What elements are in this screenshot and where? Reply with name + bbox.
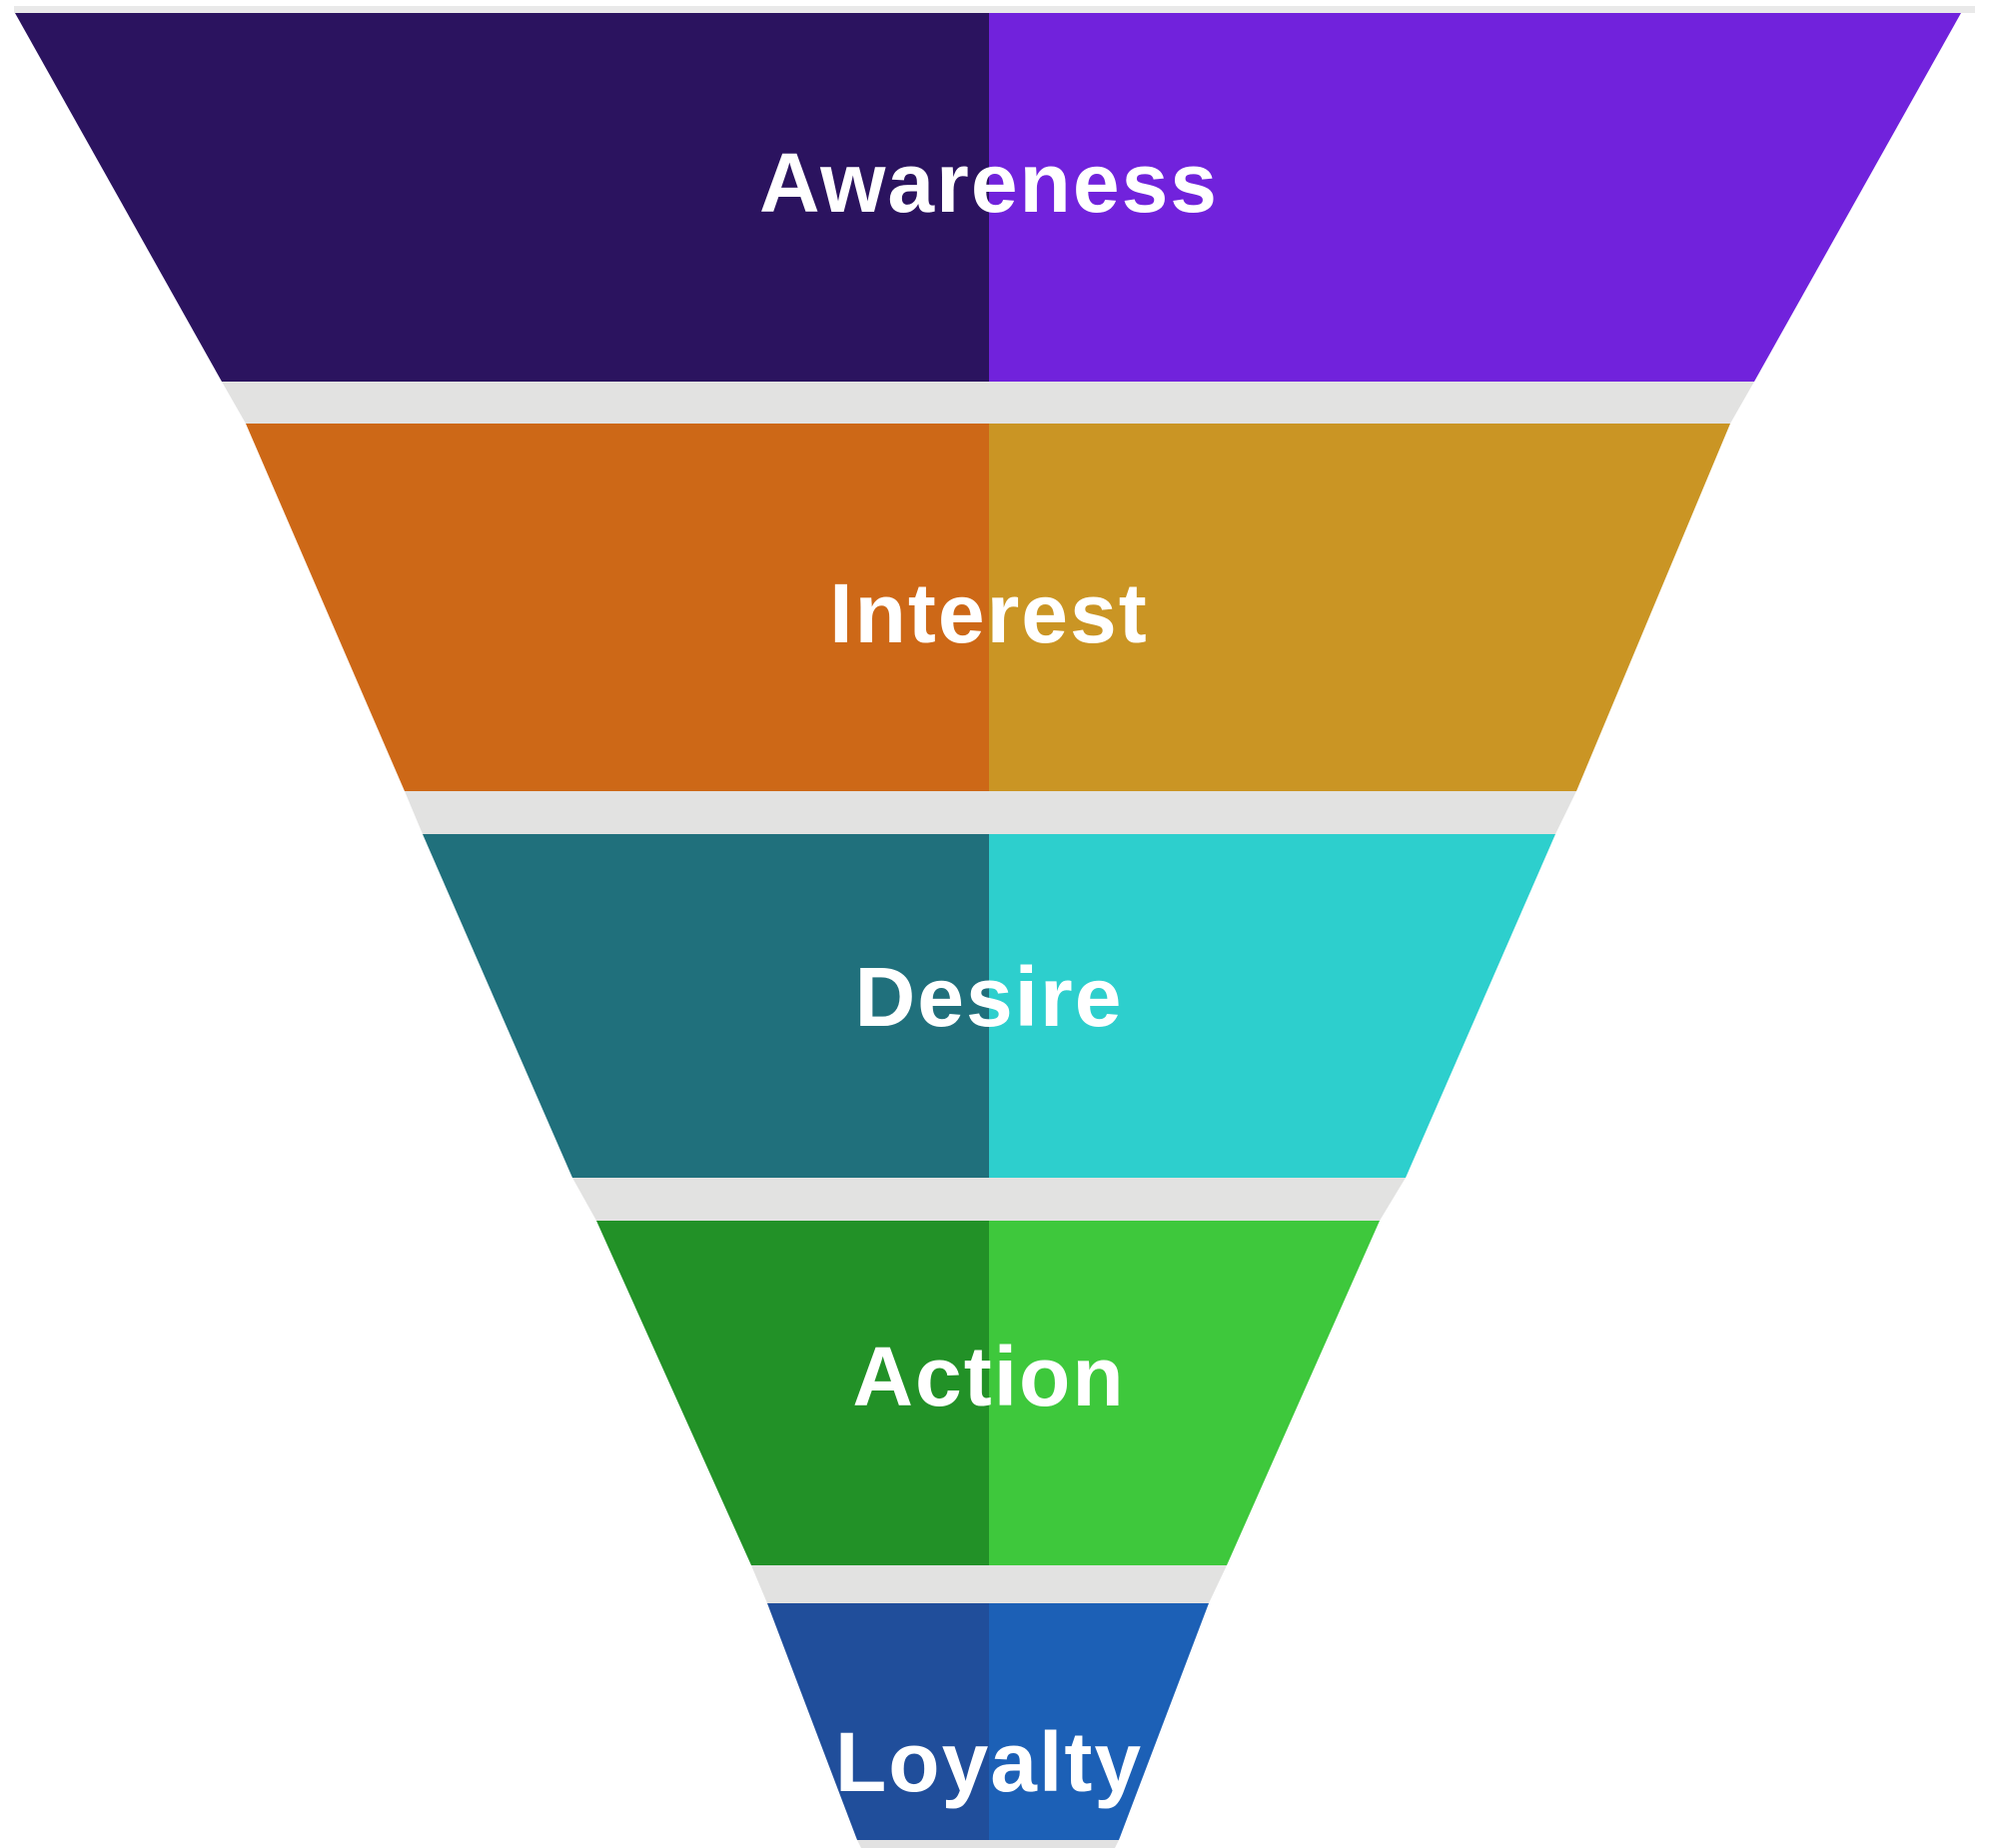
- stage-interest-label: Interest: [829, 566, 1148, 660]
- stage-loyalty-left-half: [767, 1603, 989, 1840]
- stage-separator-3: [572, 1178, 1406, 1221]
- stage-desire-label: Desire: [855, 950, 1124, 1044]
- funnel-top-rim: [14, 6, 1975, 13]
- stage-separator-2: [405, 791, 1576, 834]
- stage-interest-right-half: [989, 424, 1730, 791]
- stage-separator-4: [751, 1565, 1227, 1603]
- stage-action-label: Action: [852, 1330, 1125, 1423]
- stage-loyalty-label: Loyalty: [835, 1715, 1143, 1809]
- stage-desire-right-half: [989, 834, 1555, 1178]
- stage-loyalty-right-half: [989, 1603, 1209, 1840]
- funnel-bottom-shadow: [857, 1840, 1119, 1848]
- stage-awareness-label: Awareness: [759, 136, 1219, 230]
- stage-separator-1: [222, 382, 1754, 424]
- stage-action-right-half: [989, 1221, 1380, 1565]
- stage-awareness-right-half: [989, 13, 1961, 382]
- stage-awareness-left-half: [15, 13, 989, 382]
- stage-action-left-half: [596, 1221, 989, 1565]
- stage-desire-left-half: [423, 834, 989, 1178]
- stage-interest-left-half: [246, 424, 989, 791]
